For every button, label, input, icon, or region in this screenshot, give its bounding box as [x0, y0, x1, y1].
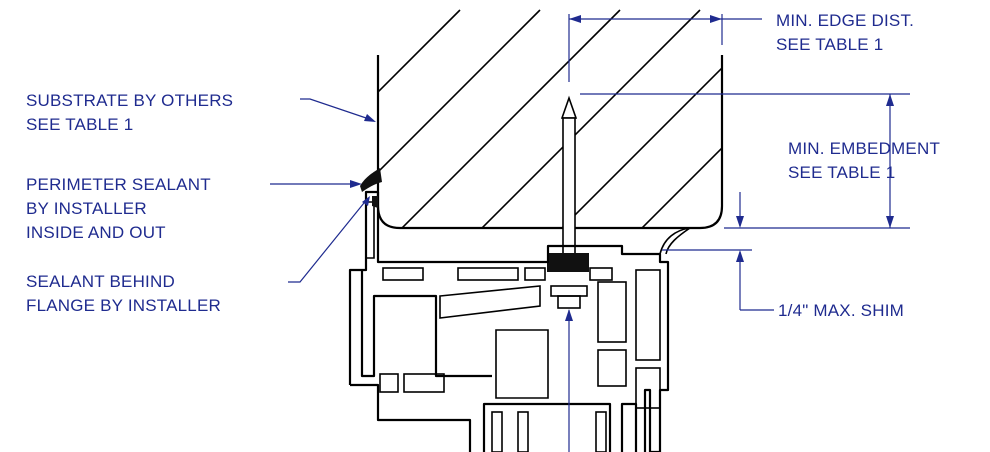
label-max-shim: 1/4" MAX. SHIM: [778, 301, 904, 320]
dimension-lines: [270, 14, 910, 452]
substrate-outline: [376, 55, 724, 230]
fastener: [547, 95, 589, 309]
label-min-edge-dist-table: SEE TABLE 1: [776, 35, 883, 54]
label-perimeter-sealant: PERIMETER SEALANT: [26, 175, 211, 194]
label-min-edge-dist: MIN. EDGE DIST.: [776, 11, 914, 30]
label-perimeter-by-installer: BY INSTALLER: [26, 199, 147, 218]
window-frame-profile: [348, 190, 691, 452]
label-min-embedment: MIN. EMBEDMENT: [788, 139, 940, 158]
fastener-head: [547, 253, 589, 272]
sealant-beads: [360, 168, 382, 208]
shim-block: [550, 285, 588, 297]
label-substrate: SUBSTRATE BY OTHERS: [26, 91, 233, 110]
label-perimeter-inside-out: INSIDE AND OUT: [26, 223, 166, 242]
label-sealant-behind: SEALANT BEHIND: [26, 272, 175, 291]
label-min-embedment-table: SEE TABLE 1: [788, 163, 895, 182]
substrate-hatching: [378, 9, 722, 228]
label-substrate-table: SEE TABLE 1: [26, 115, 133, 134]
substrate: [376, 9, 724, 230]
label-flange-by-installer: FLANGE BY INSTALLER: [26, 296, 221, 315]
